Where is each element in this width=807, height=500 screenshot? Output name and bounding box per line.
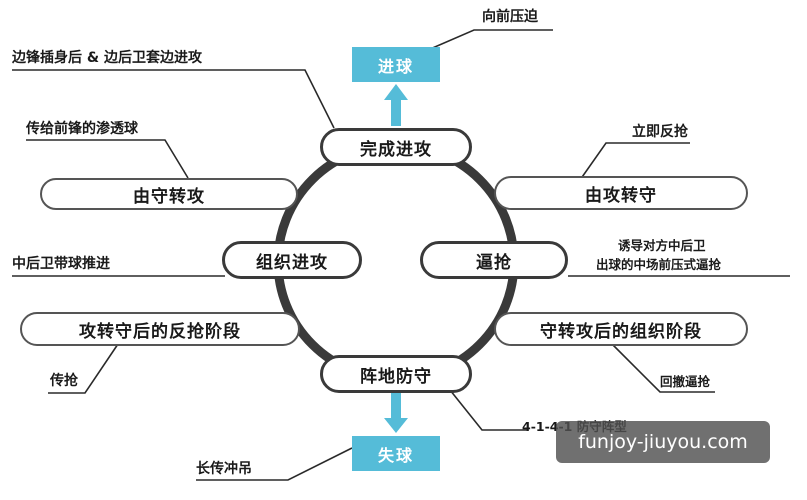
note-retreat-press: 回撤逼抢 (660, 374, 711, 389)
note-induce-line-1: 诱导对方中后卫 (618, 238, 706, 253)
leader-line-pass-press (48, 343, 119, 394)
note-forward-press: 向前压迫 (482, 9, 538, 25)
leader-line-formation (445, 384, 528, 431)
note-long-ball: 长传冲吊 (196, 461, 252, 477)
note-induce-press: 诱导对方中后卫 出球的中场前压式逼抢 (596, 236, 721, 274)
arrow-down-icon (384, 393, 408, 433)
leader-line-immediate-counterpress (579, 142, 690, 181)
phase-defense-to-attack: 由守转攻 (40, 178, 298, 210)
note-induce-line-2: 出球的中场前压式逼抢 (596, 257, 722, 272)
note-immediate-counterpress: 立即反抢 (632, 124, 688, 140)
watermark-badge: funjoy-jiuyou.com (556, 421, 770, 463)
note-fullback-overlap: 边锋插身后 & 边后卫套边进攻 (12, 50, 202, 66)
node-build-attack: 组织进攻 (222, 241, 362, 279)
leader-line-retreat-press (609, 341, 715, 393)
leader-line-through-ball (26, 139, 189, 179)
leader-line-long-ball (196, 447, 353, 481)
loss-box: 失球 (352, 436, 440, 471)
goal-box: 进球 (352, 47, 440, 82)
node-pressing: 逼抢 (420, 241, 568, 279)
phase-attack-to-defense: 由攻转守 (494, 176, 748, 210)
arrow-up-icon (384, 84, 408, 126)
node-complete-attack: 完成进攻 (320, 128, 472, 166)
phase-counterpress: 攻转守后的反抢阶段 (20, 312, 300, 346)
note-through-ball: 传给前锋的渗透球 (26, 121, 138, 137)
leader-line-fullback-overlap (12, 69, 335, 129)
note-cb-carry: 中后卫带球推进 (12, 256, 110, 272)
phase-buildup: 守转攻后的组织阶段 (494, 312, 748, 346)
node-positional-defense: 阵地防守 (320, 355, 472, 393)
note-pass-press: 传抢 (50, 373, 78, 389)
